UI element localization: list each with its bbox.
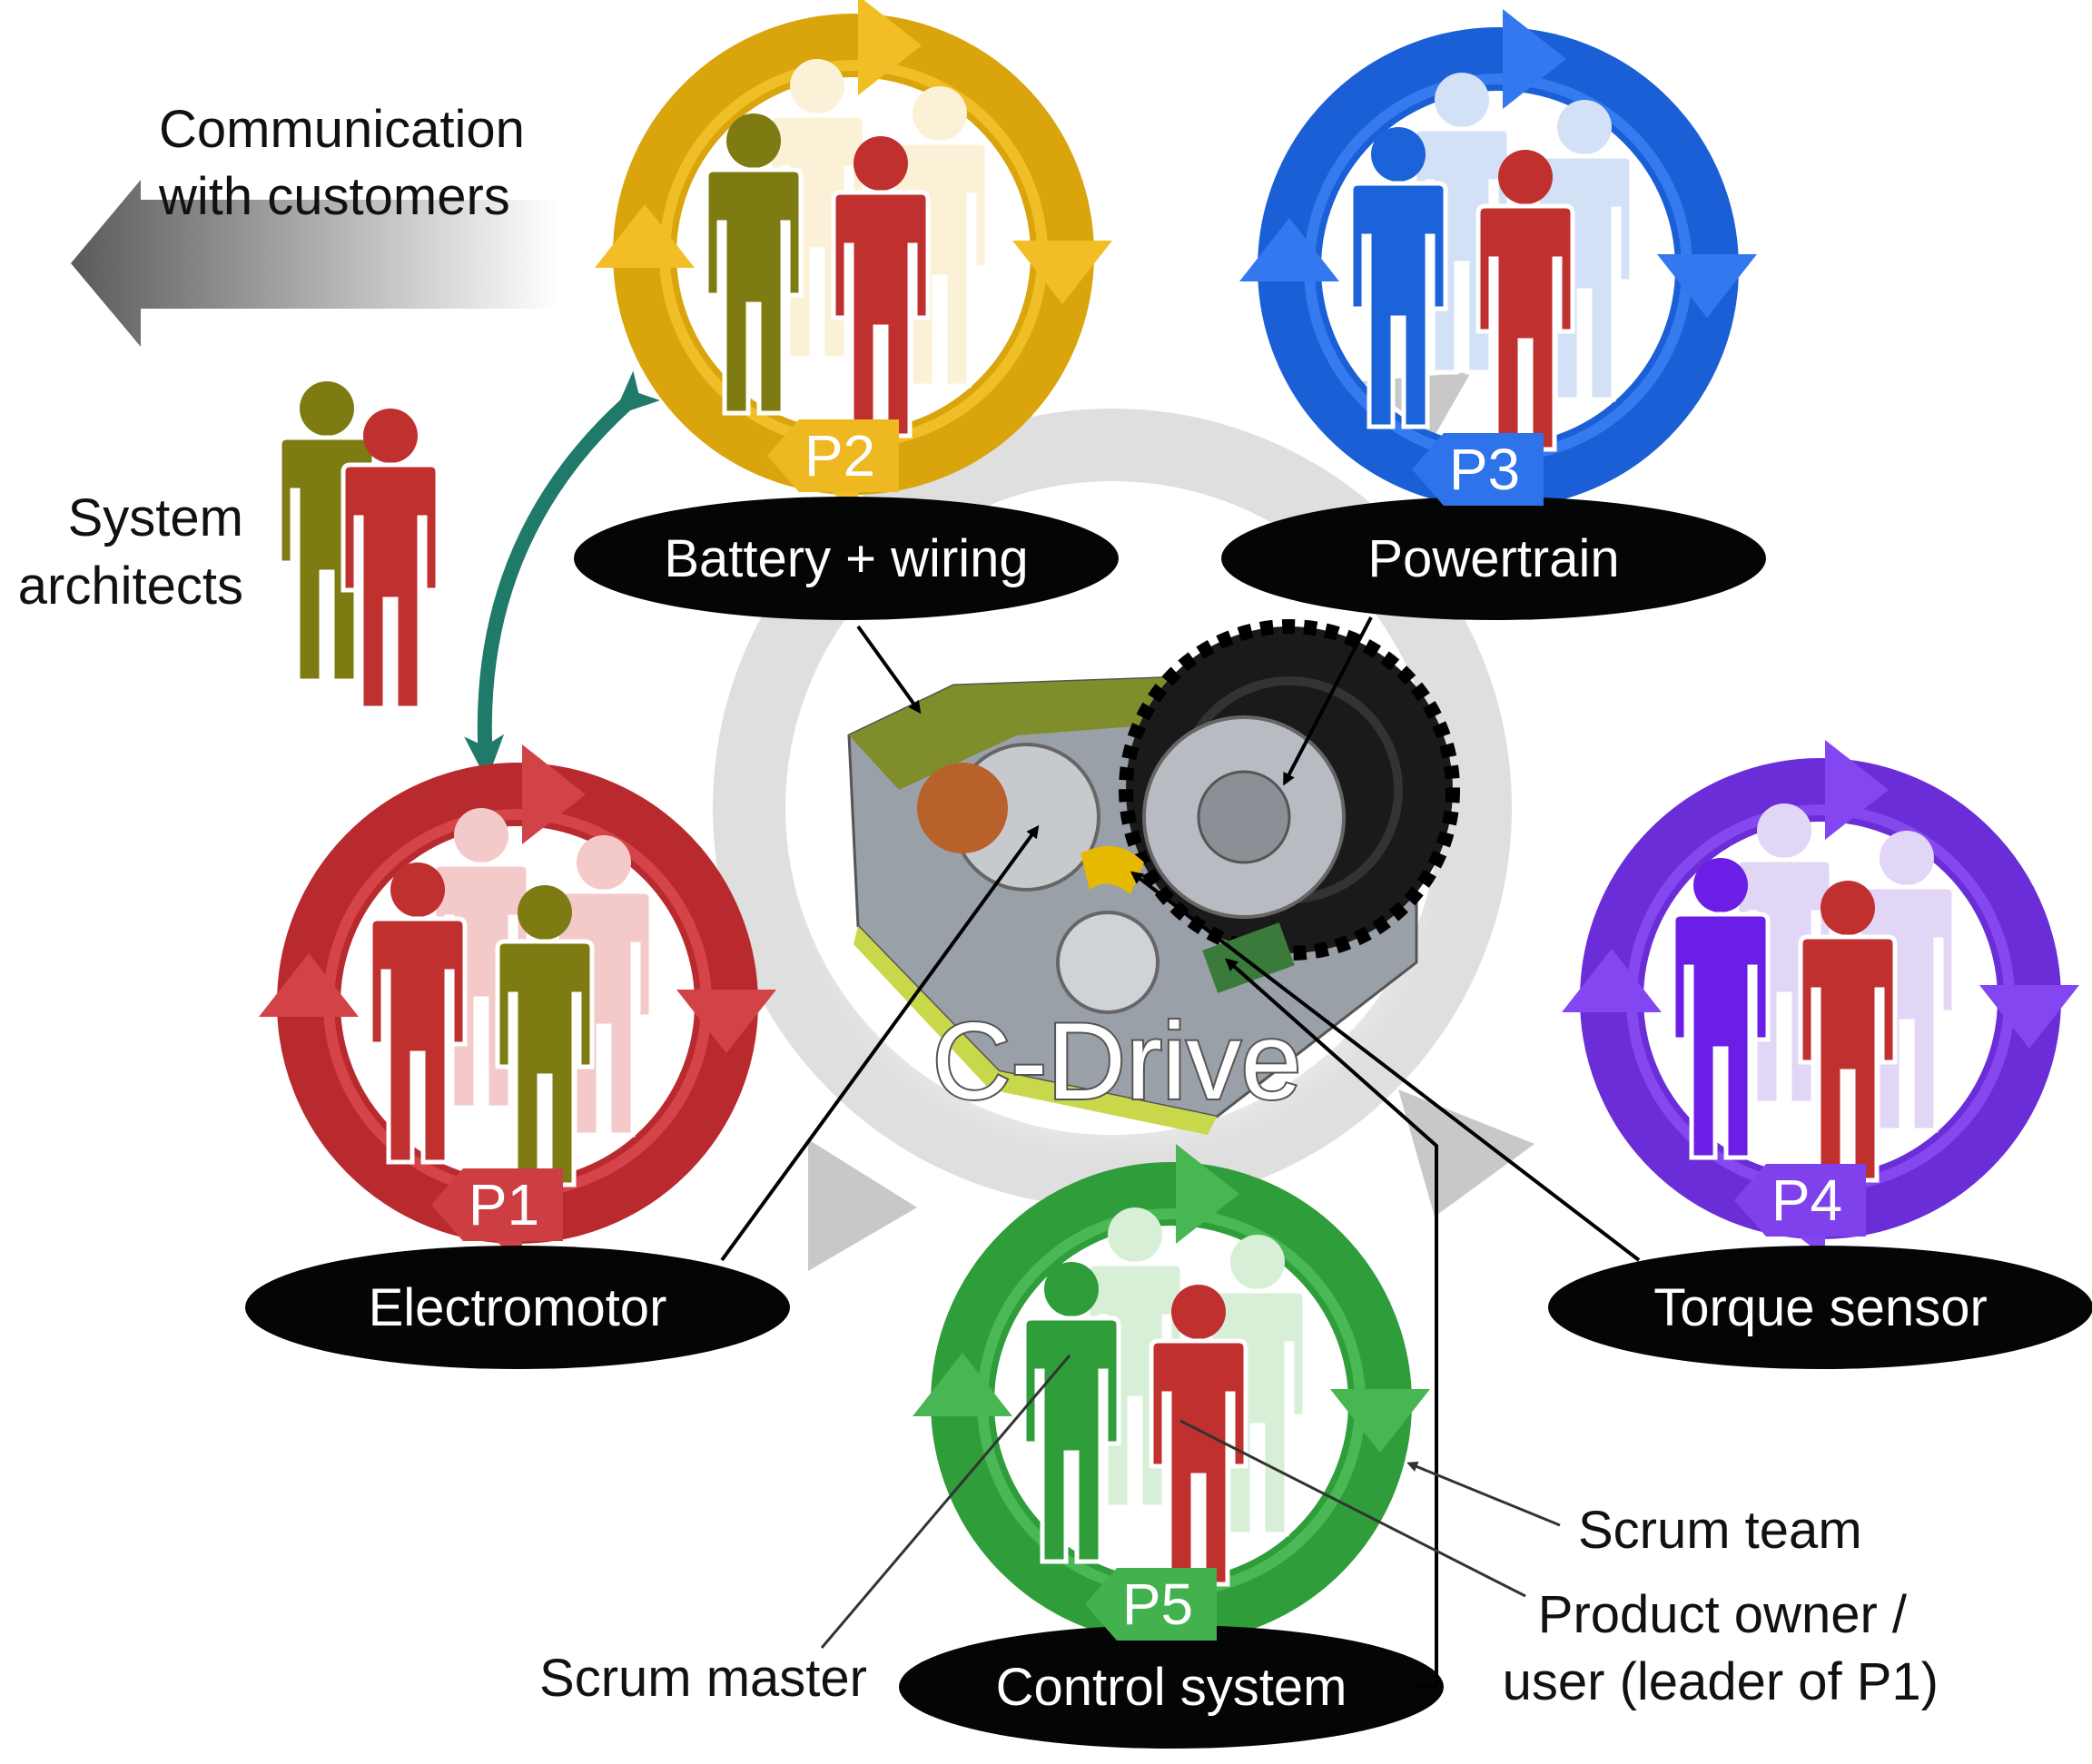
team-name-label: Control system (996, 1658, 1347, 1717)
product-owner-label-line1: Product owner / (1538, 1585, 1908, 1644)
ring-arrowhead (1979, 985, 2079, 1049)
architect-double-arrow (464, 370, 660, 781)
ring-arrowhead (1825, 740, 1889, 840)
communication-label-line2: with customers (158, 167, 510, 226)
team-name-pill (899, 1625, 1444, 1749)
team-name-pill (1221, 497, 1766, 620)
team-id-badge (1412, 433, 1544, 506)
ring-arrowhead (1176, 1144, 1239, 1244)
team-name-pill (574, 497, 1119, 620)
connector-control-system (1225, 958, 1438, 1689)
control-board (1202, 922, 1295, 993)
connector-torque-sensor (1130, 871, 1641, 1262)
scrum-team-label: Scrum team (1578, 1501, 1862, 1560)
ring-arrowhead (595, 204, 695, 268)
team-cluster-p2: Battery + wiring P2 (574, 0, 1119, 620)
team-name-label: Powertrain (1367, 529, 1619, 588)
ring-arrowhead (1657, 254, 1757, 318)
scrum-annotations (820, 1355, 1561, 1649)
connector-battery (856, 625, 922, 714)
cycle-arrowhead-left (808, 1139, 917, 1271)
cycle-arrowhead-right (1398, 1089, 1534, 1217)
system-architects-label-line1: System (68, 488, 243, 547)
scrum-team-pointer (1406, 1461, 1561, 1527)
team-id-badge (767, 419, 899, 492)
team-id-label: P4 (1771, 1168, 1842, 1233)
c-drive-title: C-Drive (933, 1000, 1302, 1122)
spindle (1056, 911, 1159, 1014)
ring-arrowhead (1562, 949, 1662, 1012)
main-gear-hub (1197, 770, 1291, 864)
team-id-label: P1 (469, 1172, 539, 1237)
team-cluster-p4: Torque sensor P4 (1548, 740, 2092, 1369)
team-id-label: P5 (1122, 1572, 1193, 1637)
communication-arrow-shape (71, 180, 558, 347)
system-architects-group (280, 381, 438, 708)
ring-arrowhead (522, 744, 586, 844)
connector-powertrain (1283, 616, 1373, 786)
copper-winding (917, 763, 1008, 853)
connector-electromotor (720, 824, 1040, 1262)
team-id-label: P3 (1449, 437, 1520, 502)
team-id-badge (431, 1168, 563, 1241)
team-id-label: P2 (804, 423, 875, 488)
ring-arrowhead (913, 1353, 1012, 1416)
team-id-badge (1734, 1164, 1866, 1237)
team-name-label: Battery + wiring (664, 529, 1028, 588)
team-cluster-p3: Powertrain P3 (1221, 9, 1766, 620)
torque-sensor-part (1081, 846, 1144, 894)
system-architects-label-line2: architects (18, 557, 243, 616)
ring-arrowhead (1012, 241, 1112, 304)
ring-arrowhead (1239, 218, 1339, 281)
product-owner-label-line2: user (leader of P1) (1503, 1652, 1939, 1711)
ring-arrowhead (1330, 1389, 1430, 1453)
product-owner-pointer (1179, 1419, 1526, 1598)
team-cluster-p5: Control system P5 (899, 1144, 1444, 1749)
connector-lines (720, 616, 1641, 1689)
team-cluster-p1: Electromotor P1 (245, 744, 790, 1369)
scrum-master-pointer (820, 1355, 1071, 1649)
housing-rim (854, 926, 1217, 1135)
ring-arrowhead (676, 990, 776, 1053)
communication-arrow (71, 180, 558, 347)
team-name-pill (1548, 1246, 2092, 1369)
team-name-label: Torque sensor (1653, 1278, 1988, 1337)
team-name-pill (245, 1246, 790, 1369)
scrum-master-label: Scrum master (539, 1649, 867, 1708)
ring-arrowhead (259, 953, 359, 1017)
communication-label-line1: Communication (159, 100, 525, 159)
ring-arrowhead (1503, 9, 1566, 109)
ring-arrowhead (858, 0, 922, 95)
team-name-label: Electromotor (369, 1278, 667, 1337)
c-drive-motor-illustration: C-Drive (790, 563, 1460, 1162)
team-id-badge (1085, 1568, 1217, 1641)
